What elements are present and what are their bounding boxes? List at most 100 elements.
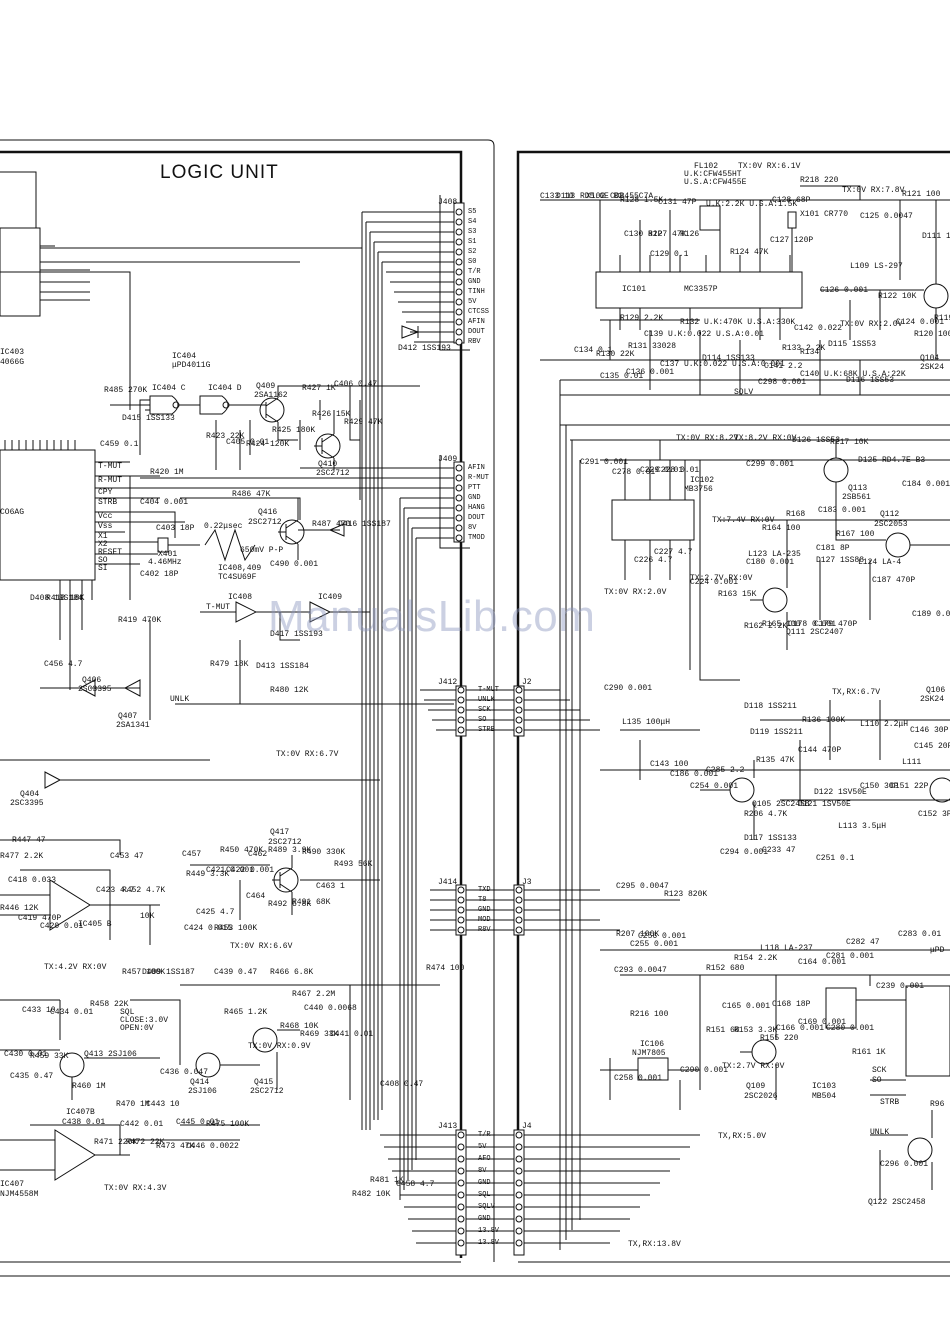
label-txrx5: TX:0V RX:4.3V — [104, 1184, 167, 1193]
j408-bus — [362, 211, 454, 343]
label-c129: C129 0.1 — [650, 250, 689, 259]
label-c420: C420 0.01 — [40, 922, 84, 931]
c434-wire — [0, 999, 61, 1040]
q404-buffer — [44, 771, 380, 789]
label-si: SI — [98, 564, 108, 573]
label-ic403t: 4066G — [0, 358, 25, 367]
j408-pin-label: AFIN — [468, 318, 485, 326]
label-c126: C126 0.001 — [820, 286, 869, 295]
label-r429: R429 47K — [344, 418, 383, 427]
label-c435: C435 0.47 — [10, 1072, 54, 1081]
label-c145: C145 20P — [914, 742, 950, 751]
q415-symbol — [252, 1027, 278, 1053]
label-r465: R465 1.2K — [224, 1008, 268, 1017]
j412-pin-label: SO — [478, 716, 487, 724]
label-r163: R163 15K — [718, 590, 757, 599]
label-r468: R468 10K — [280, 1022, 319, 1031]
label-c186: C186 0.001 — [670, 770, 719, 779]
label-l111: L111 — [902, 758, 922, 767]
j408-pin-label: S2 — [468, 248, 477, 256]
q111-q113-wires — [720, 439, 950, 650]
ic103-body — [825, 987, 857, 1029]
label-l109: L109 LS-297 — [850, 262, 903, 271]
label-r218: R218 220 — [800, 176, 839, 185]
ic103-q109-wires — [600, 949, 950, 1110]
label-r133: R133 2.2K — [782, 344, 826, 353]
label-c439: C439 0.47 — [214, 968, 258, 977]
label-d417: D417 1SS193 — [270, 630, 323, 639]
label-r206: R206 4.7K — [744, 810, 788, 819]
label-c403: C403 18P — [156, 524, 195, 533]
j408-name: J408 — [438, 198, 458, 207]
j408-pin-label: DOUT — [468, 328, 485, 336]
label-r425: R425 180K — [272, 426, 316, 435]
j413-pin-label: T/R — [478, 1131, 491, 1139]
j414-name: J414 — [438, 878, 458, 887]
j414-pin-label: T8 — [478, 896, 487, 904]
label-c140: C140 U.K:68K U.S.A:22K — [800, 370, 906, 379]
label-tmut: T-MUT — [98, 462, 123, 471]
label-c179: C179 470P — [814, 620, 858, 629]
q417-wires — [190, 855, 380, 920]
right-board-verticals — [559, 380, 581, 1250]
label-d126: D126 1SS53 — [792, 436, 841, 445]
label-q122: Q122 2SC2458 — [868, 1198, 926, 1207]
label-txrx9: TX:0V RX:8.2V — [676, 434, 739, 443]
label-r469: R469 33K — [300, 1030, 339, 1039]
label-c424: C424 0.015 — [184, 924, 233, 933]
label-c251: C251 0.1 — [816, 854, 855, 863]
q410-leads — [314, 433, 335, 459]
label-sql: SQL — [120, 1008, 135, 1017]
label-c296: C296 0.001 — [880, 1160, 929, 1169]
label-c294: C294 0.001 — [720, 848, 769, 857]
label-r486: R486 47K — [232, 490, 271, 499]
ic404-inputs — [139, 399, 150, 455]
label-r466: R466 6.8K — [270, 968, 314, 977]
label-r153: R153 3.3K — [734, 1026, 778, 1035]
ic404-gates — [110, 395, 258, 415]
label-c430: C430 0.01 — [4, 1050, 48, 1059]
label-txrx12: TX:2.7V RX:0V — [690, 574, 753, 583]
label-ic405b: IC405 B — [78, 920, 112, 929]
label-vcc: Vcc — [98, 512, 113, 521]
label-c133: C133 10 — [540, 192, 574, 201]
label-so2: SO — [872, 1076, 882, 1085]
label-r477: R477 2.2K — [0, 852, 44, 861]
label-c168: C168 18P — [772, 1000, 811, 1009]
label-r135: R135 47K — [756, 756, 795, 765]
j2-bus — [524, 689, 600, 731]
label-q109t: 2SC2026 — [744, 1092, 778, 1101]
q109-symbol — [751, 1039, 777, 1065]
label-q105: Q105 2SC2458 — [752, 800, 810, 809]
label-q414: Q414 — [190, 1078, 210, 1087]
label-q415: Q415 — [254, 1078, 274, 1087]
label-r122: R122 10K — [878, 292, 917, 301]
q122-wires — [870, 1110, 933, 1200]
label-r485: R485 270K — [104, 386, 148, 395]
label-r129: R129 2.2K — [620, 314, 664, 323]
label-c226: C226 4.7 — [634, 556, 673, 565]
j412-j2-link — [466, 689, 514, 731]
label-r479: R479 18K — [210, 660, 249, 669]
label-r481: R481 1K — [370, 1176, 404, 1185]
label-q106t: 2SK24 — [920, 695, 945, 704]
label-d118: D118 1SS211 — [744, 702, 797, 711]
ic405b-wires — [0, 869, 160, 945]
q122-symbol — [907, 1137, 933, 1163]
label-unlk: UNLK — [170, 695, 190, 704]
j408-pin-label: S0 — [468, 258, 477, 266]
label-c130: C130 82P — [624, 230, 663, 239]
q112-symbol — [885, 532, 911, 558]
j409-name: J409 — [438, 455, 458, 464]
label-r452: R452 4.7K — [122, 886, 166, 895]
label-c233: C233 47 — [762, 846, 796, 855]
label-q410: Q410 — [318, 460, 338, 469]
label-njm: NJM4558M — [0, 1190, 39, 1199]
label-ic102: IC102 — [690, 476, 715, 485]
label-r490: R490 330K — [302, 848, 346, 857]
label-c187: C187 470P — [872, 576, 916, 585]
label-d113: D113 RD5.6E B2 — [556, 192, 624, 201]
ic408-wires — [200, 611, 300, 641]
label-c490: C490 0.001 — [270, 560, 319, 569]
d412-symbol — [401, 325, 420, 339]
